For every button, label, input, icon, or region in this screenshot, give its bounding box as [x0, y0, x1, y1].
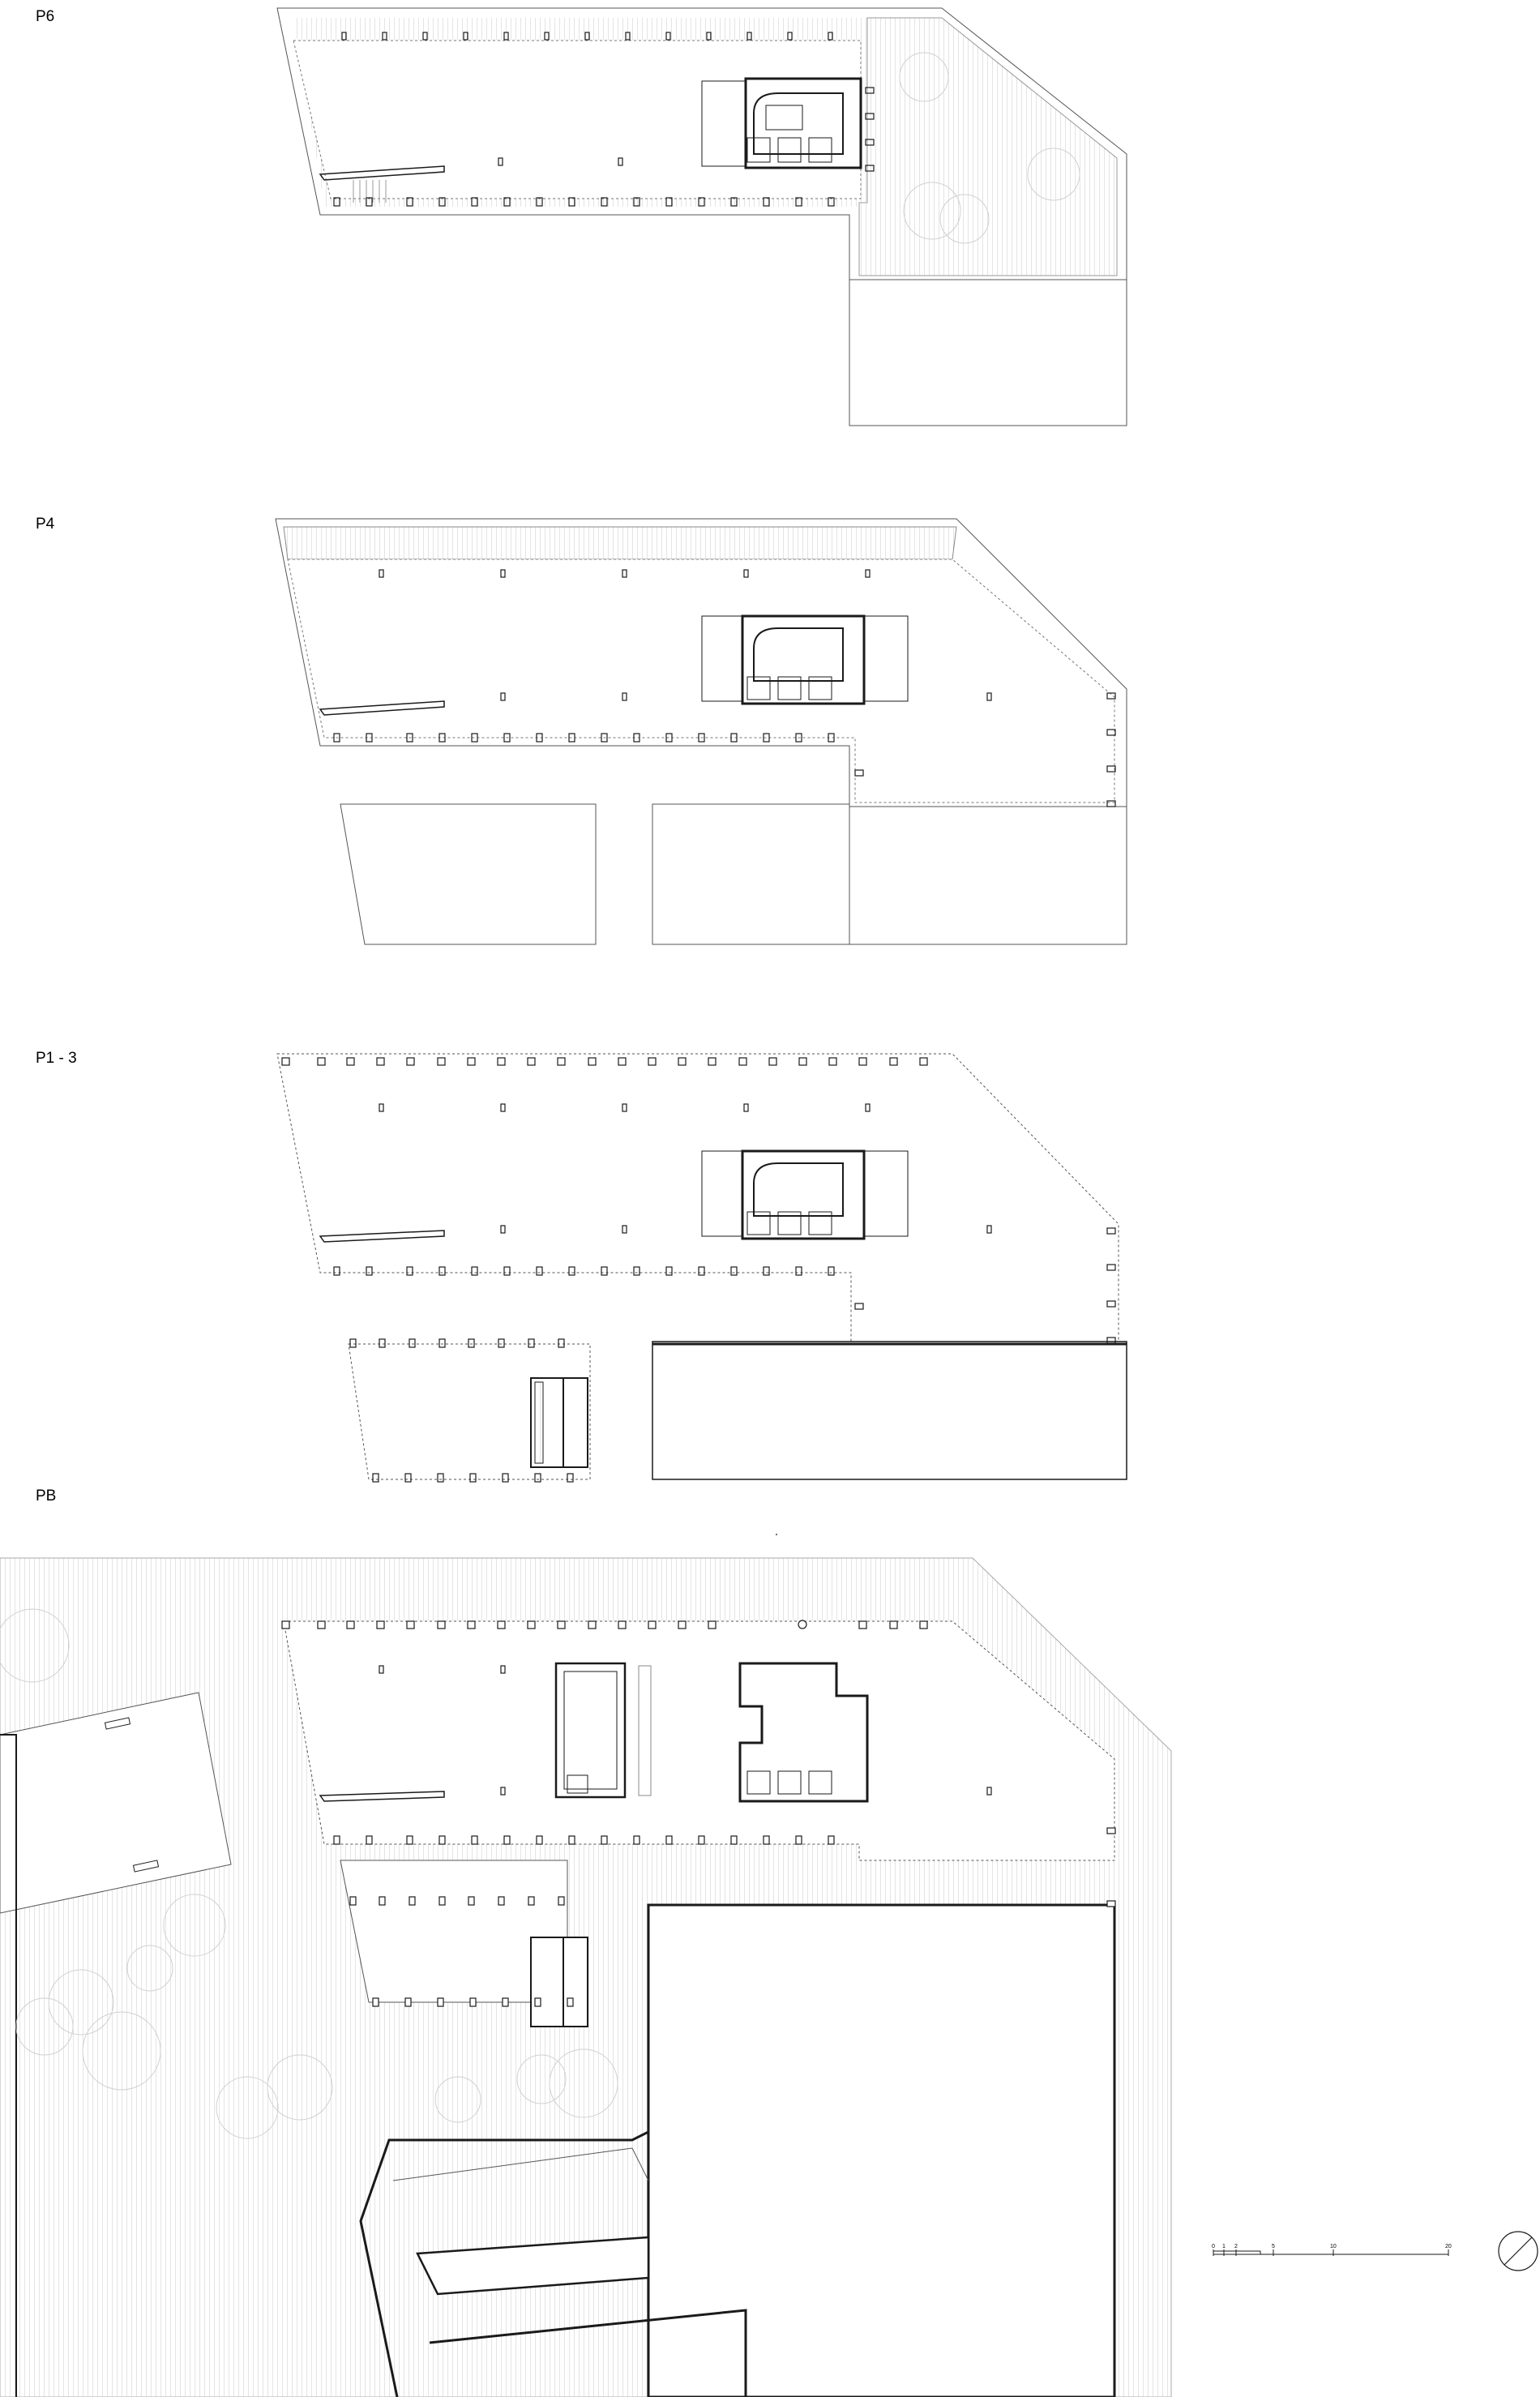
scale-bar: 0 1 2 5 10 20 — [1212, 2244, 1452, 2256]
scale-tick-5: 5 — [1272, 2244, 1275, 2249]
scale-tick-2: 2 — [1234, 2244, 1238, 2249]
scale-tick-20: 20 — [1445, 2244, 1452, 2249]
floor-label-p4: P4 — [36, 516, 55, 533]
core-p6 — [701, 77, 862, 169]
dot-marker — [776, 1534, 777, 1535]
core-p1-3 — [701, 1149, 909, 1240]
floor-label-p1-3: P1 - 3 — [36, 1050, 77, 1067]
plan-p4 — [275, 518, 1127, 945]
north-arrow-icon — [1498, 2231, 1538, 2271]
scale-tick-0: 0 — [1212, 2244, 1215, 2249]
plan-p1-3 — [276, 1053, 1127, 1483]
floor-label-p6: P6 — [36, 8, 55, 25]
core-pb-east — [738, 1662, 869, 1803]
plan-pb — [0, 1557, 1172, 2397]
core-p4 — [701, 614, 909, 705]
stair-p6 — [319, 165, 445, 203]
floor-label-pb: PB — [36, 1487, 57, 1505]
plan-p6 — [276, 7, 1127, 426]
scale-tick-10: 10 — [1330, 2244, 1337, 2249]
core-pb-annex — [530, 1937, 588, 2027]
core-p1-3-annex — [530, 1377, 588, 1468]
scale-tick-1: 1 — [1222, 2244, 1226, 2249]
core-pb-west — [554, 1662, 652, 1799]
